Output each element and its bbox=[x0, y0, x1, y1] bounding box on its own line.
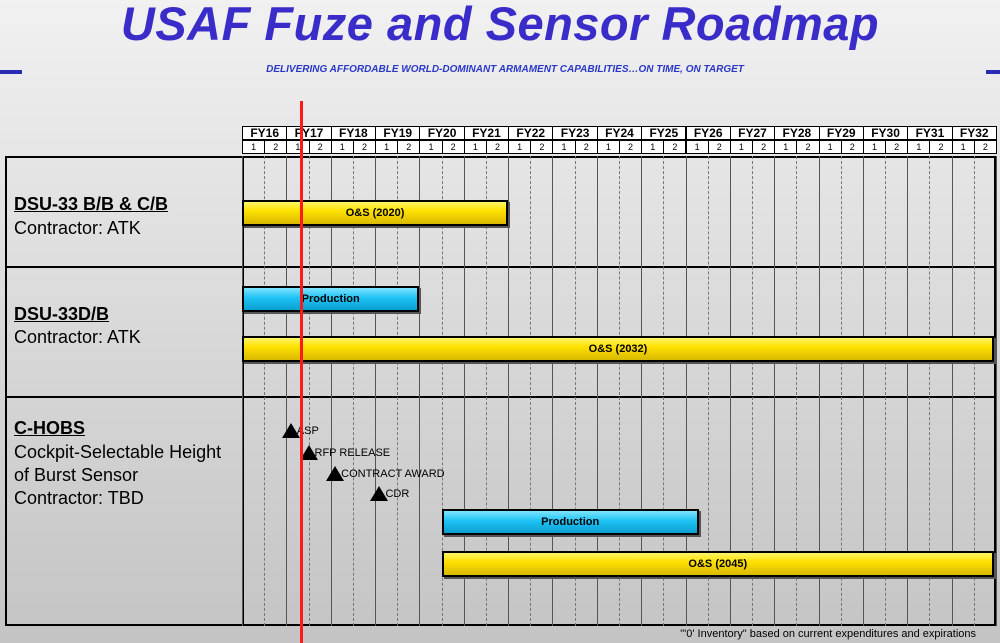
section-divider bbox=[242, 268, 244, 396]
milestone-triangle-icon bbox=[299, 445, 318, 460]
page-subtitle: DELIVERING AFFORDABLE WORLD-DOMINANT ARM… bbox=[266, 64, 744, 75]
half-year-label: 1 bbox=[729, 140, 754, 154]
page-title: USAF Fuze and Sensor Roadmap bbox=[120, 0, 880, 50]
year-label-fy31: FY31 bbox=[907, 126, 953, 140]
left-edge-mark bbox=[0, 70, 22, 74]
program-contractor: Contractor: TBD bbox=[14, 488, 144, 508]
half-year-label: 2 bbox=[707, 140, 731, 154]
milestone-triangle-icon bbox=[370, 486, 389, 501]
year-label-fy28: FY28 bbox=[774, 126, 820, 140]
program-contractor: Contractor: ATK bbox=[14, 327, 141, 347]
half-year-label: 2 bbox=[840, 140, 864, 154]
year-label-fy17: FY17 bbox=[286, 126, 332, 140]
program-name: C-HOBS bbox=[14, 418, 85, 438]
half-year-label: 2 bbox=[574, 140, 598, 154]
program-section-chobs: C-HOBS Cockpit-Selectable Height of Burs… bbox=[5, 396, 996, 626]
footnote: "'0' Inventory" based on current expendi… bbox=[680, 628, 976, 640]
year-label-fy19: FY19 bbox=[375, 126, 421, 140]
year-label-fy23: FY23 bbox=[552, 126, 598, 140]
half-year-label: 2 bbox=[441, 140, 465, 154]
year-label-fy16: FY16 bbox=[242, 126, 288, 140]
half-year-label: 2 bbox=[352, 140, 377, 154]
half-year-label: 1 bbox=[907, 140, 931, 154]
os-bar: O&S (2045) bbox=[441, 551, 994, 577]
milestone-label: RFP RELEASE bbox=[314, 447, 391, 459]
half-year-label: 2 bbox=[308, 140, 332, 154]
year-label-fy21: FY21 bbox=[463, 126, 510, 140]
half-year-label: 2 bbox=[618, 140, 643, 154]
half-year-label: 1 bbox=[641, 140, 665, 154]
year-label-fy32: FY32 bbox=[951, 126, 997, 140]
half-year-label: 1 bbox=[862, 140, 887, 154]
half-year-label: 1 bbox=[685, 140, 709, 154]
section-divider bbox=[242, 398, 244, 624]
program-description-line2: of Burst Sensor bbox=[14, 465, 139, 485]
half-year-label: 1 bbox=[818, 140, 842, 154]
year-label-fy26: FY26 bbox=[685, 126, 731, 140]
milestone-label: CDR bbox=[385, 488, 410, 500]
half-year-label: 1 bbox=[552, 140, 576, 154]
year-label-fy25: FY25 bbox=[641, 126, 687, 140]
half-year-label: 2 bbox=[485, 140, 510, 154]
production-bar: Production bbox=[441, 509, 699, 535]
half-year-label: 2 bbox=[885, 140, 909, 154]
half-year-label: 1 bbox=[774, 140, 798, 154]
half-year-label: 2 bbox=[796, 140, 820, 154]
year-label-fy20: FY20 bbox=[419, 126, 465, 140]
half-year-label: 2 bbox=[663, 140, 687, 154]
year-label-fy27: FY27 bbox=[729, 126, 776, 140]
half-year-label: 2 bbox=[530, 140, 554, 154]
half-year-label: 1 bbox=[286, 140, 310, 154]
half-year-label: 1 bbox=[596, 140, 620, 154]
half-year-label: 1 bbox=[463, 140, 487, 154]
production-bar: Production bbox=[242, 286, 420, 312]
year-label-fy30: FY30 bbox=[862, 126, 909, 140]
program-section-dsu33d: DSU-33D/B Contractor: ATK bbox=[5, 266, 996, 398]
os-bar: O&S (2032) bbox=[242, 336, 994, 362]
milestone-triangle-icon bbox=[281, 423, 300, 438]
half-year-label: 2 bbox=[264, 140, 288, 154]
half-year-label: 1 bbox=[951, 140, 975, 154]
half-year-label: 2 bbox=[929, 140, 953, 154]
half-year-label: 1 bbox=[242, 140, 266, 154]
os-bar: O&S (2020) bbox=[242, 200, 509, 226]
program-name: DSU-33D/B bbox=[14, 304, 110, 324]
half-year-label: 1 bbox=[330, 140, 354, 154]
program-description-line1: Cockpit-Selectable Height bbox=[14, 442, 222, 462]
milestone-label: CONTRACT AWARD bbox=[341, 468, 445, 480]
half-year-label: 2 bbox=[973, 140, 997, 154]
year-label-fy24: FY24 bbox=[596, 126, 643, 140]
half-year-label: 1 bbox=[419, 140, 443, 154]
right-edge-mark bbox=[986, 70, 1000, 74]
half-year-label: 2 bbox=[752, 140, 776, 154]
half-year-label: 2 bbox=[397, 140, 421, 154]
program-contractor: Contractor: ATK bbox=[14, 218, 141, 238]
year-label-fy18: FY18 bbox=[330, 126, 377, 140]
year-label-fy22: FY22 bbox=[508, 126, 554, 140]
year-gridline bbox=[995, 156, 997, 626]
half-year-label: 1 bbox=[508, 140, 532, 154]
milestone-triangle-icon bbox=[326, 466, 345, 481]
half-year-label: 1 bbox=[375, 140, 399, 154]
current-date-line bbox=[300, 101, 303, 643]
year-label-fy29: FY29 bbox=[818, 126, 864, 140]
program-name: DSU-33 B/B & C/B bbox=[14, 194, 169, 214]
